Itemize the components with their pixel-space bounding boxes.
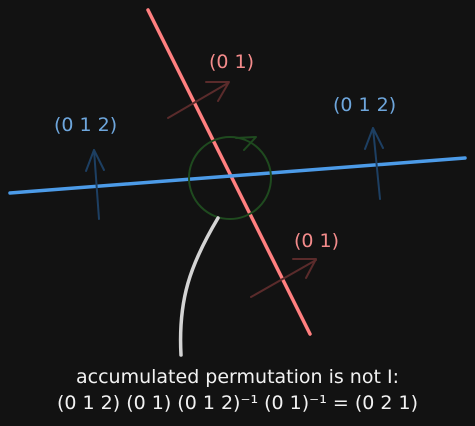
red-label-top: (0 1) — [209, 51, 255, 73]
blue-label-left: (0 1 2) — [54, 114, 118, 136]
blue-wall-line — [8, 156, 467, 195]
curved-pointer-line — [178, 216, 220, 357]
red-wall-line — [146, 8, 312, 336]
caption-line-2: (0 1 2) (0 1) (0 1 2)⁻¹ (0 1)⁻¹ = (0 2 1… — [57, 392, 418, 414]
blue-arrow-left-icon — [85, 149, 105, 220]
blue-arrow-right-icon — [364, 127, 384, 200]
red-arrow-bottom-icon — [250, 258, 317, 298]
circular-arrow-icon — [188, 136, 272, 220]
caption-line-1: accumulated permutation is not I: — [76, 366, 399, 388]
red-arrow-top-icon — [167, 81, 230, 119]
blue-label-right: (0 1 2) — [333, 94, 397, 116]
red-label-bottom: (0 1) — [294, 230, 340, 252]
